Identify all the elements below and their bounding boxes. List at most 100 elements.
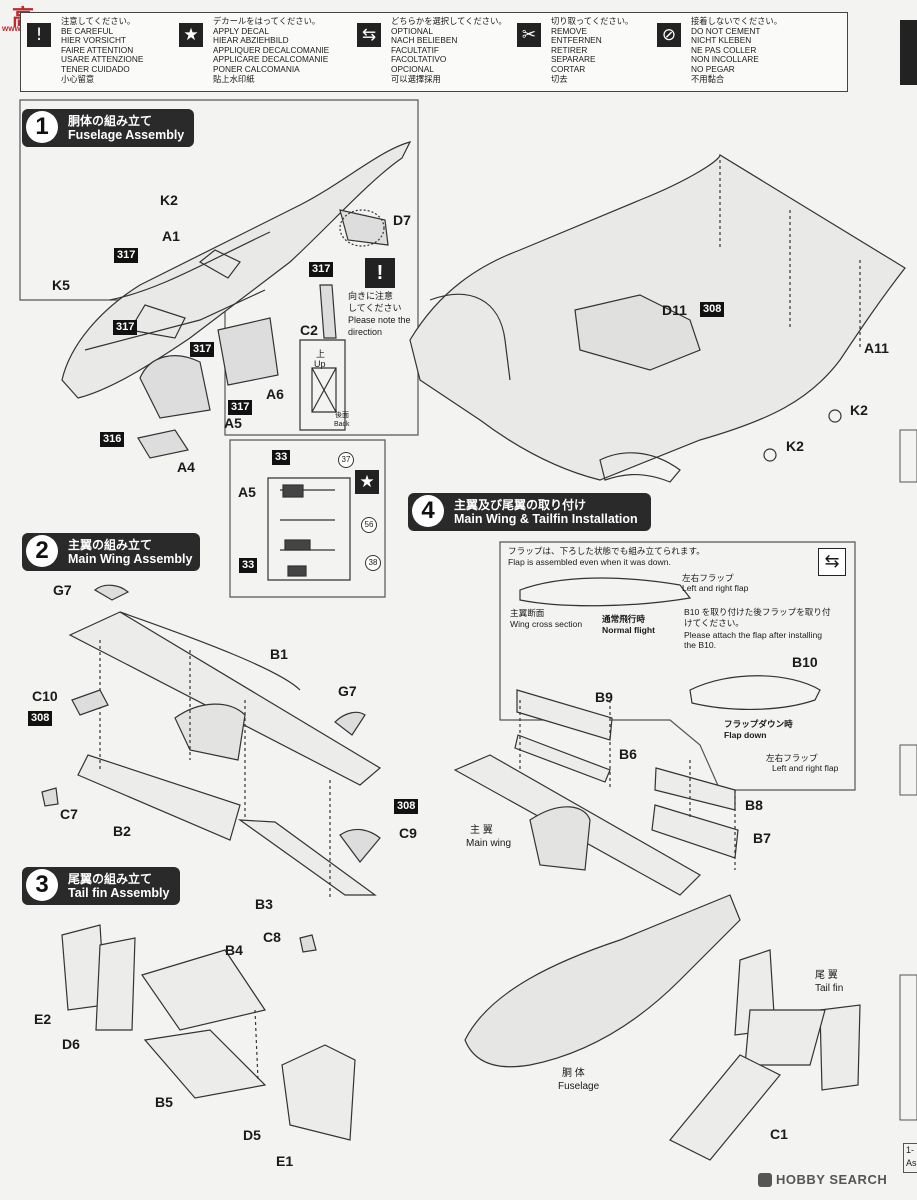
part-label: C7 — [60, 806, 78, 822]
step-1-title-en: Fuselage Assembly — [68, 128, 185, 142]
part-label: D6 — [62, 1036, 80, 1052]
back-label-en: Back — [334, 421, 350, 428]
step-1-title-jp: 胴体の組み立て — [68, 114, 153, 128]
legend-line: 貼上水印紙 — [213, 73, 255, 84]
lr-flap2-jp: 左右フラップ — [766, 753, 818, 763]
part-label: E2 — [34, 1011, 52, 1027]
hobby-search-icon — [758, 1173, 772, 1187]
part-label: B2 — [113, 823, 131, 839]
part-label: A5 — [238, 484, 256, 500]
legend-line: FACULTATIF — [391, 44, 439, 55]
step-3-header: 3 尾翼の組み立て Tail fin Assembly — [22, 867, 180, 905]
part-label: D5 — [243, 1127, 261, 1143]
paint-color-code: 317 — [309, 262, 334, 277]
legend-line: 注意してください。 — [61, 16, 136, 26]
step-3-title-jp: 尾翼の組み立て — [68, 872, 153, 886]
normal-flight-en: Normal flight — [602, 625, 655, 635]
part-label: K2 — [160, 192, 178, 208]
direction-note-en-2: direction — [348, 327, 383, 337]
flap-note-en: Flap is assembled even when it was down. — [508, 557, 671, 567]
legend-line: SEPARARE — [551, 54, 596, 65]
lr-flap-en: Left and right flap — [682, 583, 749, 593]
part-label: B8 — [745, 797, 763, 813]
legend-line: APPLICARE DECALCOMANIE — [213, 54, 329, 65]
legend-line: TENER CUIDADO — [61, 63, 130, 74]
page-ref-1: 1- — [906, 1145, 915, 1155]
legend-line: BE CAREFUL — [61, 25, 114, 36]
step-3-title-en: Tail fin Assembly — [68, 886, 170, 900]
lr-flap-jp: 左右フラップ — [682, 573, 734, 583]
step-4-header: 4 主翼及び尾翼の取り付け Main Wing & Tailfin Instal… — [408, 493, 651, 531]
legend-line: DO NOT CEMENT — [691, 25, 761, 36]
part-label: A1 — [162, 228, 180, 244]
main-wing-label-en: Main wing — [466, 838, 512, 849]
legend-line: USARE ATTENZIONE — [61, 54, 144, 65]
legend-line: HIER VORSICHT — [61, 35, 126, 46]
legend-line: NO PEGAR — [691, 63, 735, 74]
legend-line: 切り取ってください。 — [551, 16, 634, 26]
paint-color-code: 317 — [113, 320, 138, 335]
page-ref-box: 1- As — [903, 1143, 917, 1173]
part-label: D7 — [393, 212, 411, 228]
normal-flight-jp: 通常飛行時 — [602, 614, 645, 624]
b10-note-jp-2: けてください。 — [684, 618, 744, 628]
legend-line: NACH BELIEBEN — [391, 35, 458, 46]
part-label: B4 — [225, 942, 243, 958]
exclamation-icon: ! — [365, 258, 395, 288]
exclamation-icon: ! — [27, 23, 51, 47]
part-label: C8 — [263, 929, 281, 945]
cut-icon: ✂ — [517, 23, 541, 47]
part-label: C9 — [399, 825, 417, 841]
paint-color-code: 33 — [239, 558, 258, 573]
part-label: C1 — [770, 1126, 788, 1142]
page-ref-2: As — [906, 1158, 917, 1168]
legend-line: NICHT KLEBEN — [691, 35, 752, 46]
part-label: K2 — [786, 438, 804, 454]
paint-color-code: 33 — [272, 450, 291, 465]
decal-number: 56 — [361, 517, 377, 533]
legend-line: ENTFERNEN — [551, 35, 602, 46]
up-label-jp: 上 — [316, 349, 326, 359]
legend-line: FAIRE ATTENTION — [61, 44, 134, 55]
paint-color-code: 308 — [28, 711, 53, 726]
legend-line: 切去 — [551, 73, 568, 84]
part-label: C10 — [32, 688, 58, 704]
part-label: K2 — [850, 402, 868, 418]
wing-cross-section-jp: 主翼断面 — [510, 608, 545, 618]
legend-line: FACOLTATIVO — [391, 54, 447, 65]
legend-line: REMOVE — [551, 25, 587, 36]
part-label: G7 — [338, 683, 357, 699]
part-label: B7 — [753, 830, 771, 846]
up-label-en: Up — [314, 359, 326, 369]
decal-number: 38 — [365, 555, 381, 571]
main-wing-label-jp: 主 翼 — [470, 825, 493, 836]
direction-note-jp-1: 向きに注意 — [348, 291, 394, 301]
step-2-title-jp: 主翼の組み立て — [68, 538, 153, 552]
step-1-header: 1 胴体の組み立て Fuselage Assembly — [22, 109, 194, 147]
part-label: B5 — [155, 1094, 173, 1110]
paint-color-code: 317 — [228, 400, 253, 415]
b10-note-en-1: Please attach the flap after installing — [684, 630, 823, 640]
part-label: B9 — [595, 689, 613, 705]
flap-note-jp: フラップは、下ろした状態でも組み立てられます。 — [508, 546, 705, 556]
optional-arrows-icon: ⇆ — [818, 548, 846, 576]
legend-line: NON INCOLLARE — [691, 54, 759, 65]
legend-line: APPLIQUER DECALCOMANIE — [213, 44, 330, 55]
part-label: G7 — [53, 582, 72, 598]
part-label: E1 — [276, 1153, 294, 1169]
part-label: B1 — [270, 646, 288, 662]
b10-note-jp-1: B10 を取り付けた後フラップを取り付 — [684, 607, 831, 617]
step-1-number: 1 — [26, 111, 58, 143]
part-label: C2 — [300, 322, 318, 338]
step-4-title-jp: 主翼及び尾翼の取り付け — [454, 498, 587, 512]
legend-line: 可以選擇採用 — [391, 73, 441, 84]
step-4-number: 4 — [412, 495, 444, 527]
legend-line: APPLY DECAL — [213, 25, 269, 36]
step-2-header: 2 主翼の組み立て Main Wing Assembly — [22, 533, 200, 571]
paint-color-code: 308 — [700, 302, 725, 317]
